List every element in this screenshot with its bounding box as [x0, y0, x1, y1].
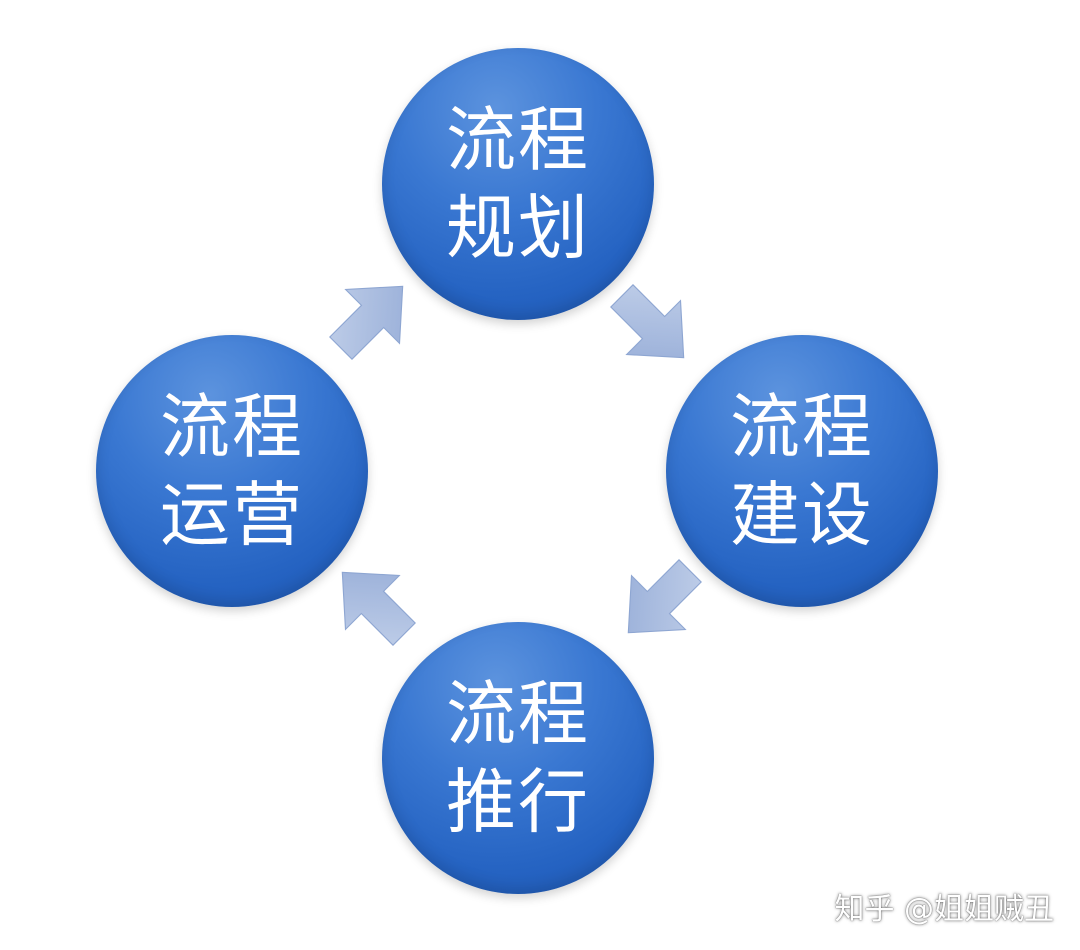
node-process-operation: 流程 运营 — [96, 335, 368, 607]
node-label-line-1: 流程 — [160, 386, 304, 468]
arrow-promotion-to-operation-icon — [318, 548, 430, 660]
watermark-text: 知乎 @姐姐贼丑 — [834, 892, 1054, 927]
node-process-promotion: 流程 推行 — [382, 622, 654, 894]
arrow-planning-to-building-icon — [596, 270, 708, 382]
node-label-line-2: 规划 — [446, 187, 590, 269]
node-label-line-2: 运营 — [160, 474, 304, 556]
arrow-building-to-promotion-icon — [604, 545, 716, 657]
node-process-building: 流程 建设 — [666, 335, 938, 607]
node-process-planning: 流程 规划 — [382, 48, 654, 320]
node-label-line-2: 建设 — [730, 474, 874, 556]
node-label-line-1: 流程 — [730, 386, 874, 468]
node-label-line-1: 流程 — [446, 99, 590, 181]
node-label-line-1: 流程 — [446, 673, 590, 755]
node-label-line-2: 推行 — [446, 761, 590, 843]
arrow-operation-to-planning-icon — [315, 262, 427, 374]
